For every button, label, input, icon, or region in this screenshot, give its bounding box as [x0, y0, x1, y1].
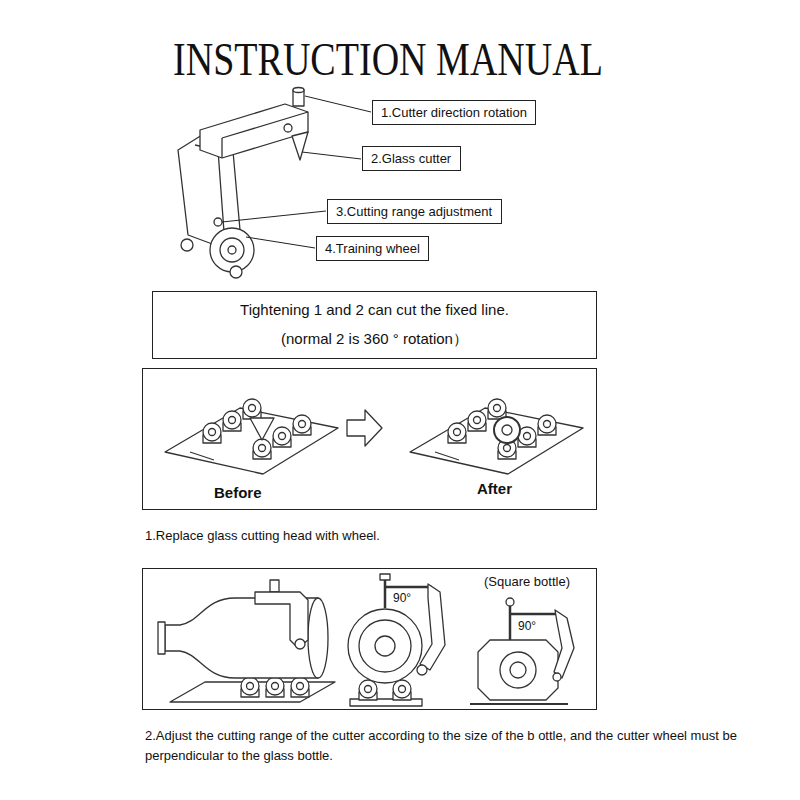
callout-text: 3.Cutting range adjustment [336, 200, 492, 223]
instruction-text: 1.Replace glass cutting head with wheel. [145, 526, 380, 546]
cutter-device [178, 88, 308, 279]
note-box: Tightening 1 and 2 can cut the fixed lin… [152, 291, 597, 359]
figure-text: (Square bottle) [484, 575, 570, 589]
bottle-figure [158, 580, 335, 702]
figure-text: After [477, 481, 512, 498]
hollow-arrow [347, 410, 382, 446]
callout-box: 3.Cutting range adjustment [327, 199, 502, 224]
after-figure [410, 399, 583, 474]
page-title: INSTRUCTION MANUAL [173, 32, 603, 88]
callout-text: 4.Training wheel [325, 237, 420, 260]
callout-box: 2.Glass cutter [362, 146, 461, 171]
figure-text: 90° [518, 620, 536, 633]
square-bottle-figure [470, 598, 574, 704]
figure-panel: Before After [142, 368, 597, 510]
callout-box: 1.Cutter direction rotation [372, 100, 536, 125]
before-figure [165, 399, 338, 474]
instruction-text: 2.Adjust the cutting range of the cutter… [145, 726, 795, 766]
callout-text: 1.Cutter direction rotation [381, 101, 527, 124]
note-text: (normal 2 is 360 ° rotation） [153, 329, 596, 349]
note-text: Tightening 1 and 2 can cut the fixed lin… [153, 300, 596, 320]
callout-text: 2.Glass cutter [371, 147, 451, 170]
leader-lines [222, 96, 371, 248]
callout-box: 4.Training wheel [316, 236, 429, 261]
figure-panel: (Square bottle) 90° 90° [142, 568, 597, 710]
figure-text: 90° [393, 592, 411, 605]
round-bottle-figure [348, 574, 445, 706]
figure-text: Before [214, 485, 262, 502]
